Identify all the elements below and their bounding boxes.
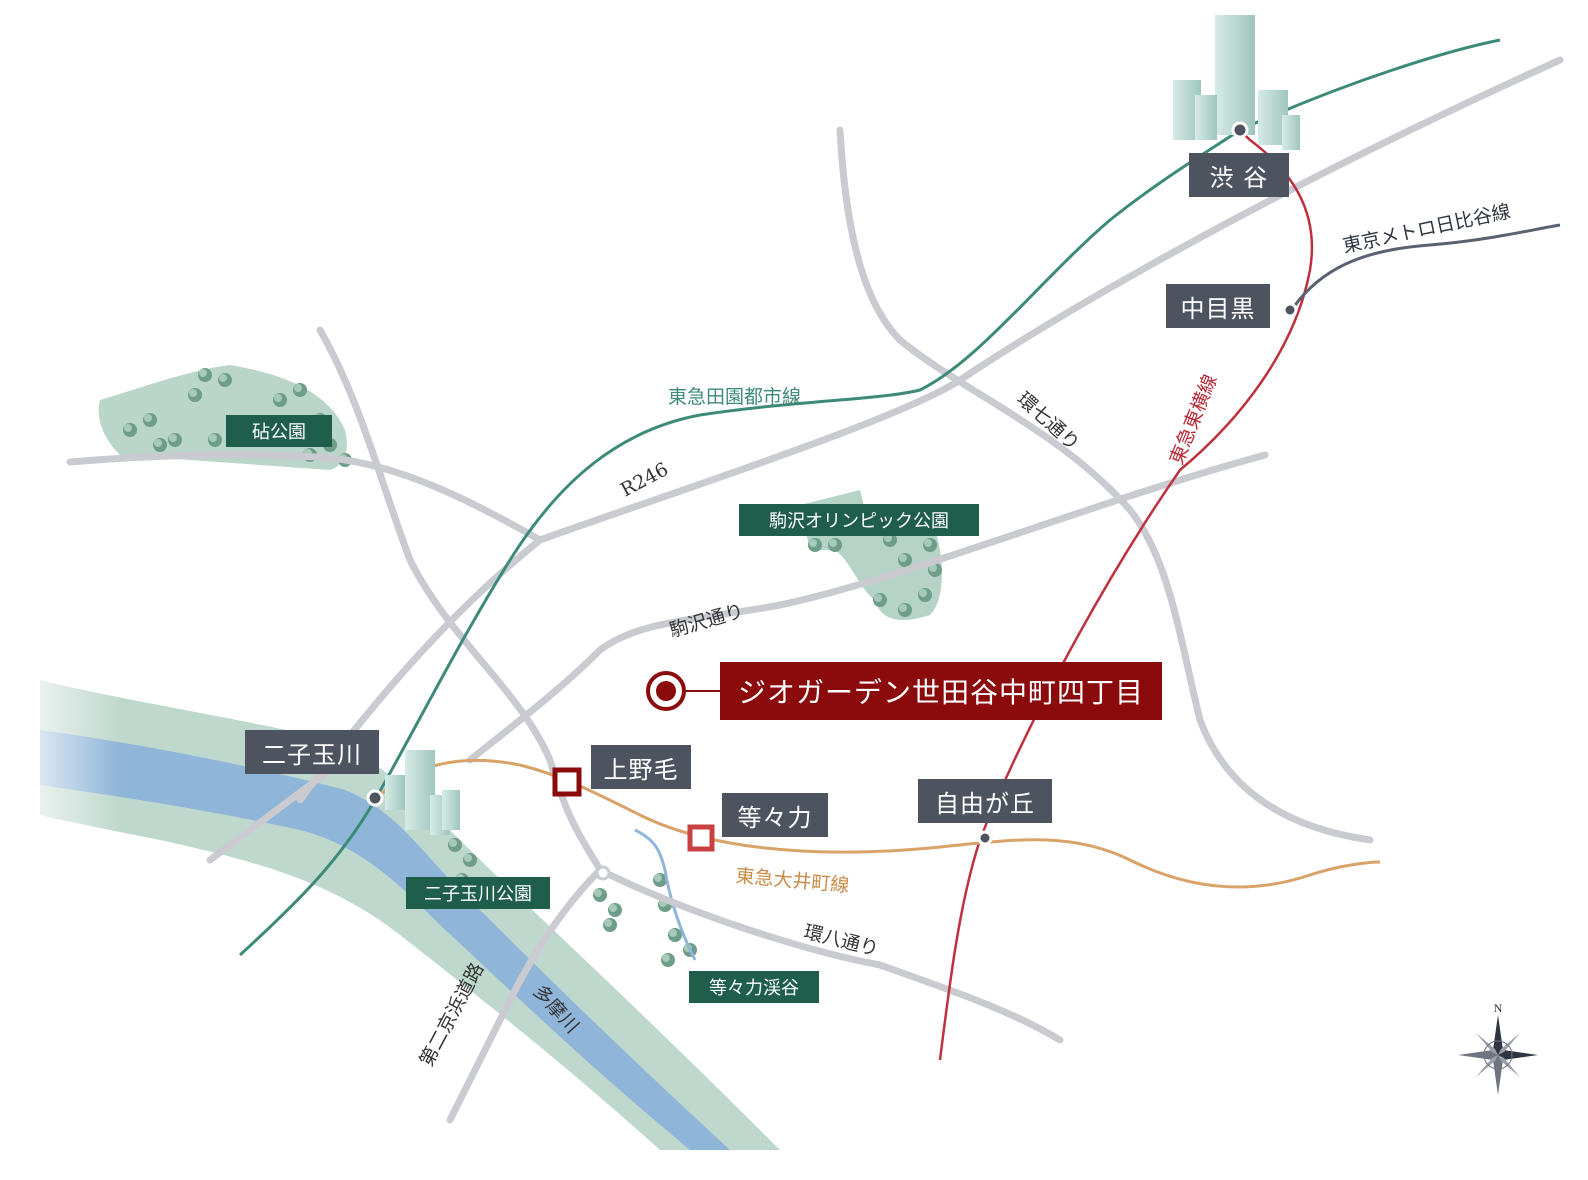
roads bbox=[66, 56, 1564, 1124]
oimachi-line-path bbox=[379, 758, 1381, 889]
hibiya-line-path bbox=[1291, 223, 1561, 309]
station-label-todoroki[interactable]: 等々力 bbox=[722, 793, 828, 837]
station-label-kaminoge[interactable]: 上野毛 bbox=[591, 745, 691, 789]
park-label-komazawa[interactable]: 駒沢オリンピック公園 bbox=[739, 504, 979, 536]
todoroki-valley-area bbox=[593, 828, 697, 967]
station-label-jiyugaoka[interactable]: 自由が丘 bbox=[918, 779, 1052, 823]
toyoko-line-path bbox=[938, 99, 1314, 1061]
station-dots bbox=[366, 121, 1298, 881]
park-label-todoroki-valley[interactable]: 等々力渓谷 bbox=[689, 971, 819, 1003]
futakotamagawa-buildings bbox=[385, 750, 460, 835]
compass-icon bbox=[1458, 1015, 1538, 1095]
destination-label[interactable]: ジオガーデン世田谷中町四丁目 bbox=[720, 662, 1162, 720]
compass-north-label: N bbox=[1494, 1001, 1503, 1015]
destination-marker bbox=[646, 671, 722, 711]
station-label-nakameguro[interactable]: 中目黒 bbox=[1166, 284, 1270, 328]
station-label-futakotamagawa[interactable]: 二子玉川 bbox=[245, 730, 379, 774]
todoroki-marker bbox=[687, 824, 715, 852]
kaminoge-marker bbox=[552, 767, 582, 797]
line-label-denentoshi: 東急田園都市線 bbox=[668, 386, 802, 408]
park-label-futako[interactable]: 二子玉川公園 bbox=[406, 877, 550, 909]
shibuya-buildings bbox=[1173, 15, 1300, 150]
park-label-kinuta[interactable]: 砧公園 bbox=[226, 415, 332, 447]
station-label-shibuya[interactable]: 渋 谷 bbox=[1189, 153, 1289, 197]
